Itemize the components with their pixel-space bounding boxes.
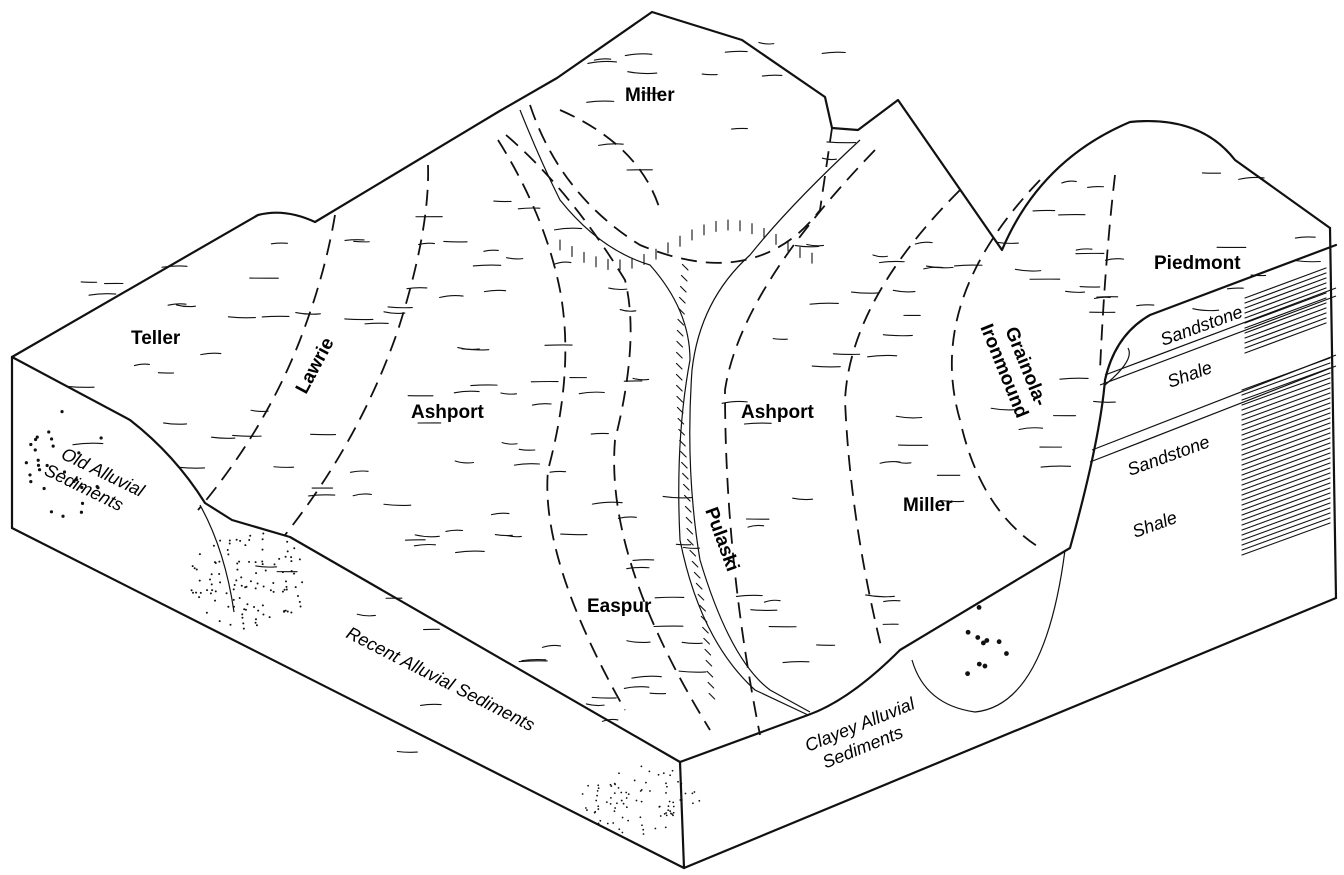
shale-lower-label: Shale	[1130, 507, 1180, 542]
soil-label-miller-top: Miller	[625, 85, 675, 106]
sandstone-lower-label: Sandstone	[1125, 432, 1213, 480]
sandstone-upper-label: Sandstone	[1158, 302, 1246, 350]
material-labels: Old Alluvial Sediments Recent Alluvial S…	[41, 302, 1245, 777]
surface-texture	[69, 42, 1321, 752]
soil-label-ashport-right: Ashport	[741, 402, 815, 423]
soil-label-ashport-left: Ashport	[411, 402, 485, 423]
soil-boundaries	[198, 105, 1115, 735]
shale-upper-label: Shale	[1165, 357, 1215, 392]
block-outline	[12, 12, 1336, 868]
soil-label-teller: Teller	[131, 328, 181, 349]
soil-label-pulaski: Pulaski	[700, 505, 742, 575]
soil-label-easpur: Easpur	[587, 596, 652, 617]
bedrock-hatching	[1242, 268, 1330, 555]
soil-label-miller-right: Miller	[903, 495, 953, 516]
soil-labels: Teller Lawrie Ashport Miller Easpur Pula…	[131, 85, 1241, 617]
alluvium-stipple	[25, 410, 1009, 835]
soil-label-piedmont: Piedmont	[1154, 253, 1241, 274]
recent-alluvial-label: Recent Alluvial Sediments	[343, 623, 538, 735]
